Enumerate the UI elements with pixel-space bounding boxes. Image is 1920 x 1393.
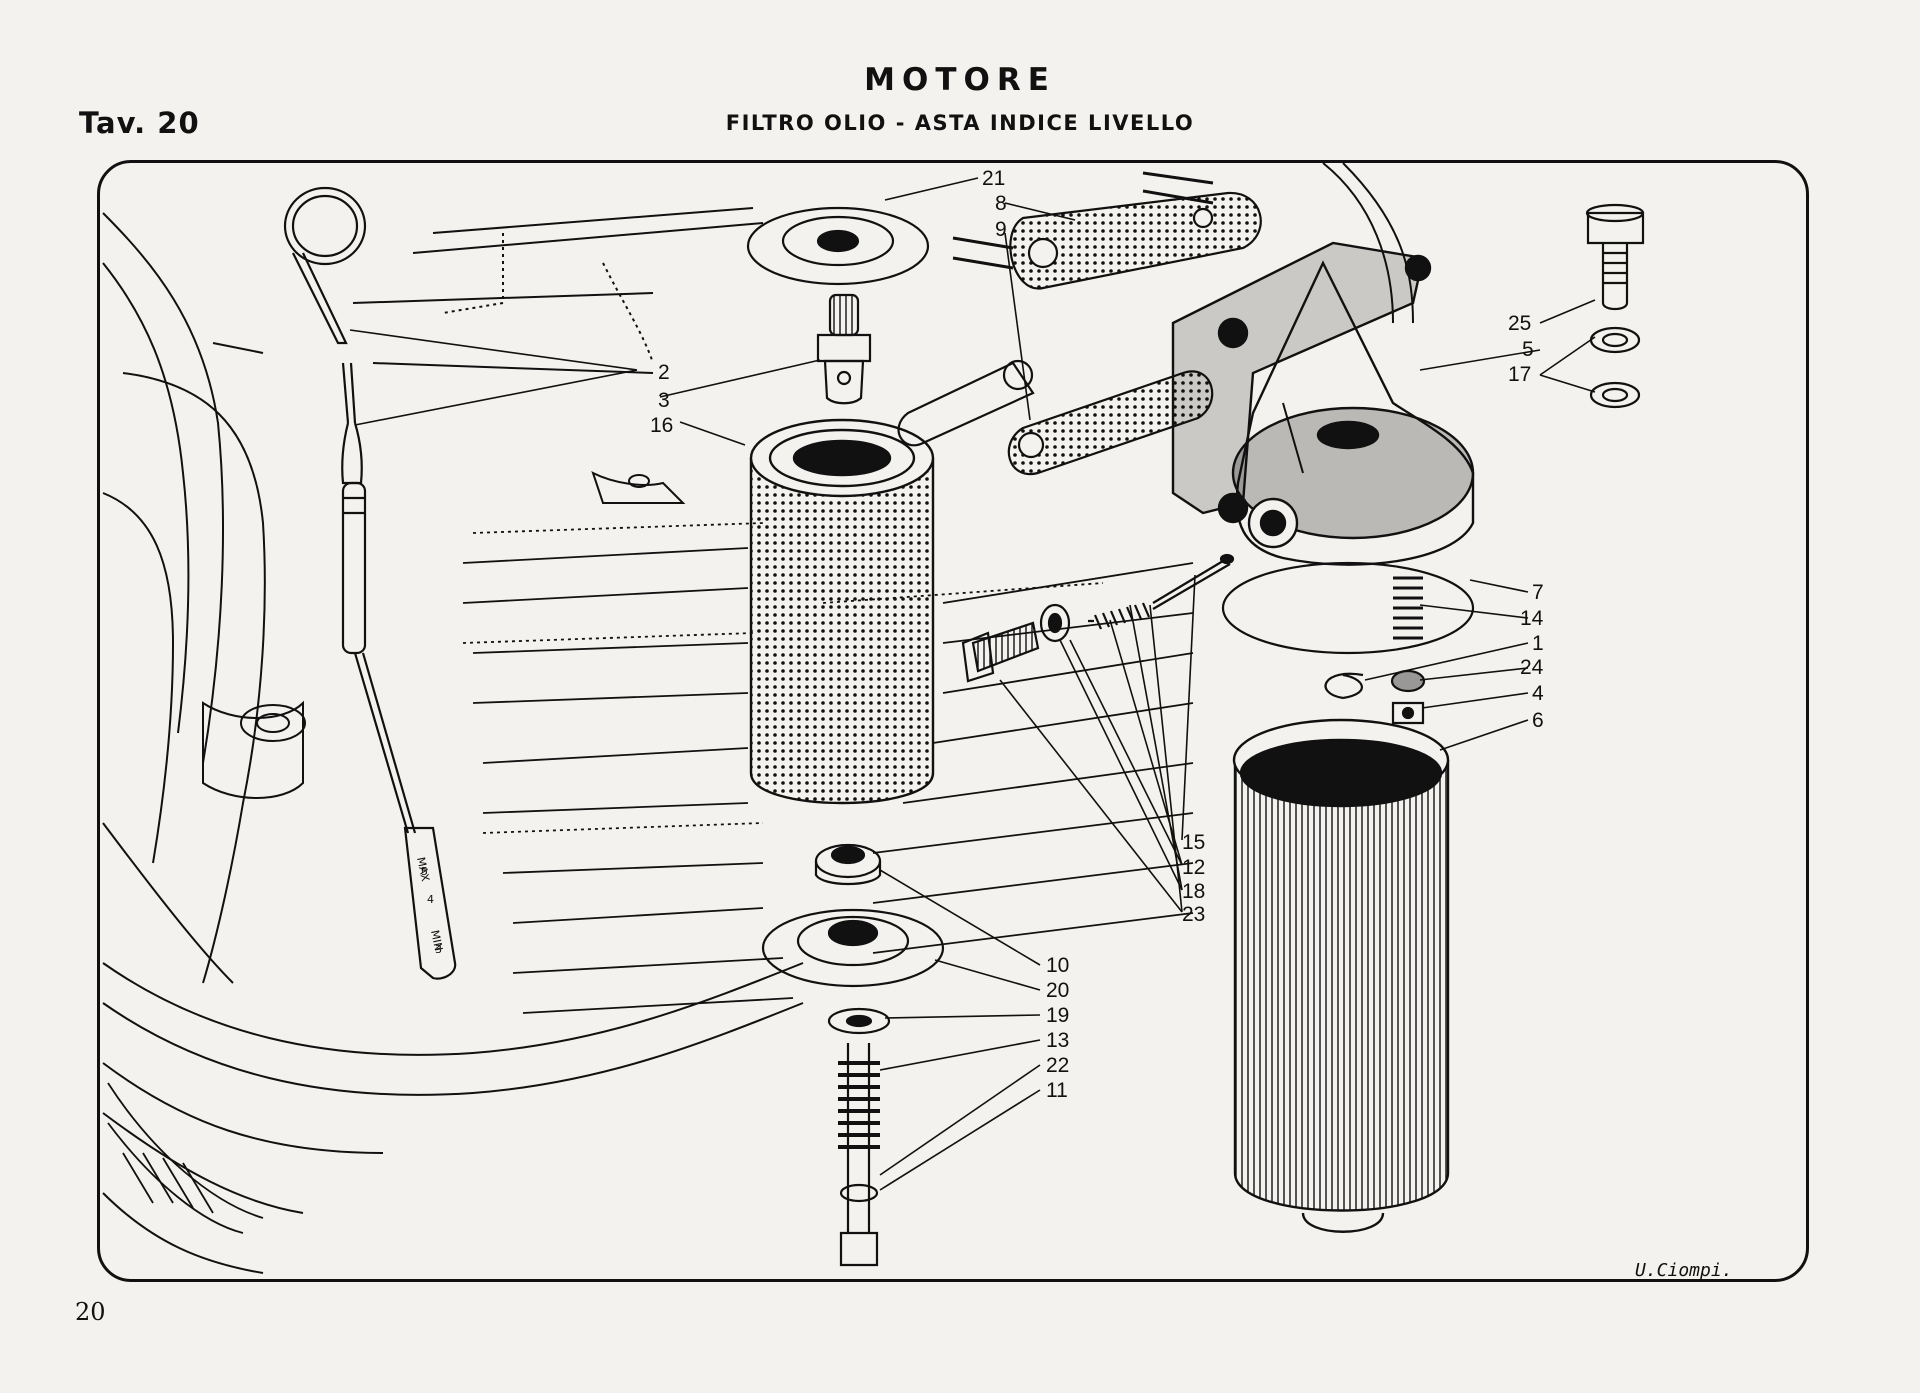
- mounting-brackets: [897, 171, 1262, 476]
- banjo-bolt: [1585, 203, 1645, 409]
- bypass-valve-parts: [961, 553, 1235, 683]
- lower-plate: [761, 908, 945, 988]
- dipstick-min-mark: MIN: [428, 929, 445, 952]
- page-number: 20: [75, 1298, 106, 1326]
- dipstick-digit-3: 3: [435, 943, 442, 956]
- small-parts: [1324, 576, 1426, 725]
- housing-gasket: [1221, 561, 1475, 655]
- lower-washer: [814, 843, 882, 885]
- union-fitting: [816, 293, 872, 405]
- center-bolt-assembly: [827, 1007, 891, 1267]
- dipstick-digit-5: 5: [421, 865, 428, 878]
- filter-bowl: [1232, 718, 1450, 1233]
- dipstick-mid-mark: 4: [427, 893, 434, 906]
- diagram-frame: MAX 5 4 MIN 3: [97, 160, 1809, 1282]
- filter-head: [1171, 241, 1475, 566]
- filter-element: [749, 418, 935, 805]
- crankcase-fins: [107, 1082, 264, 1234]
- filter-top-cover: [746, 206, 930, 286]
- table-number: Tav. 20: [79, 106, 200, 140]
- engine-ribs: [462, 522, 1194, 1014]
- exploded-diagram: MAX 5 4 MIN 3: [102, 163, 1645, 1274]
- dipstick: MAX 5 4 MIN 3: [283, 186, 457, 980]
- dipstick-max-mark: MAX: [414, 856, 432, 883]
- page-subtitle: FILTRO OLIO - ASTA INDICE LIVELLO: [725, 111, 1195, 135]
- page-title: MOTORE: [864, 62, 1056, 98]
- engine-block-outline: [102, 163, 1414, 1214]
- artist-signature: U.Ciompi.: [1635, 1260, 1733, 1281]
